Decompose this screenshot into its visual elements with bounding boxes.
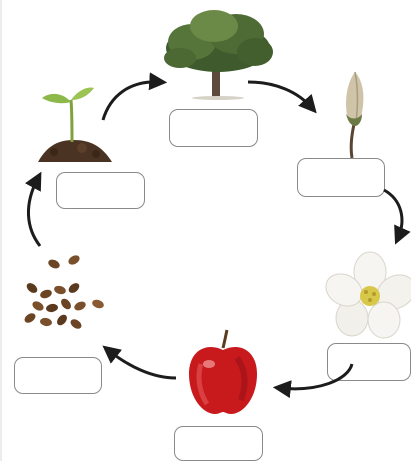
answer-box-flower[interactable] (327, 343, 411, 381)
apple-tree-icon (164, 10, 273, 100)
red-apple-icon (189, 329, 257, 414)
answer-box-tree[interactable] (169, 109, 258, 147)
arrow-bud-to-flower (383, 188, 411, 245)
apple-blossom-icon (325, 251, 411, 339)
answer-box-bud[interactable] (297, 158, 385, 197)
answer-box-seeds[interactable] (14, 357, 102, 394)
arrow-seeds-to-sprout (24, 171, 42, 247)
arrow-apple-to-seeds (102, 345, 177, 380)
seedling-sprout-icon (38, 87, 112, 162)
apple-seeds-icon (24, 255, 104, 329)
flower-bud-icon (346, 71, 364, 159)
answer-box-apple[interactable] (174, 426, 263, 461)
page-edge-divider (0, 0, 2, 461)
answer-box-sprout[interactable] (56, 172, 145, 209)
